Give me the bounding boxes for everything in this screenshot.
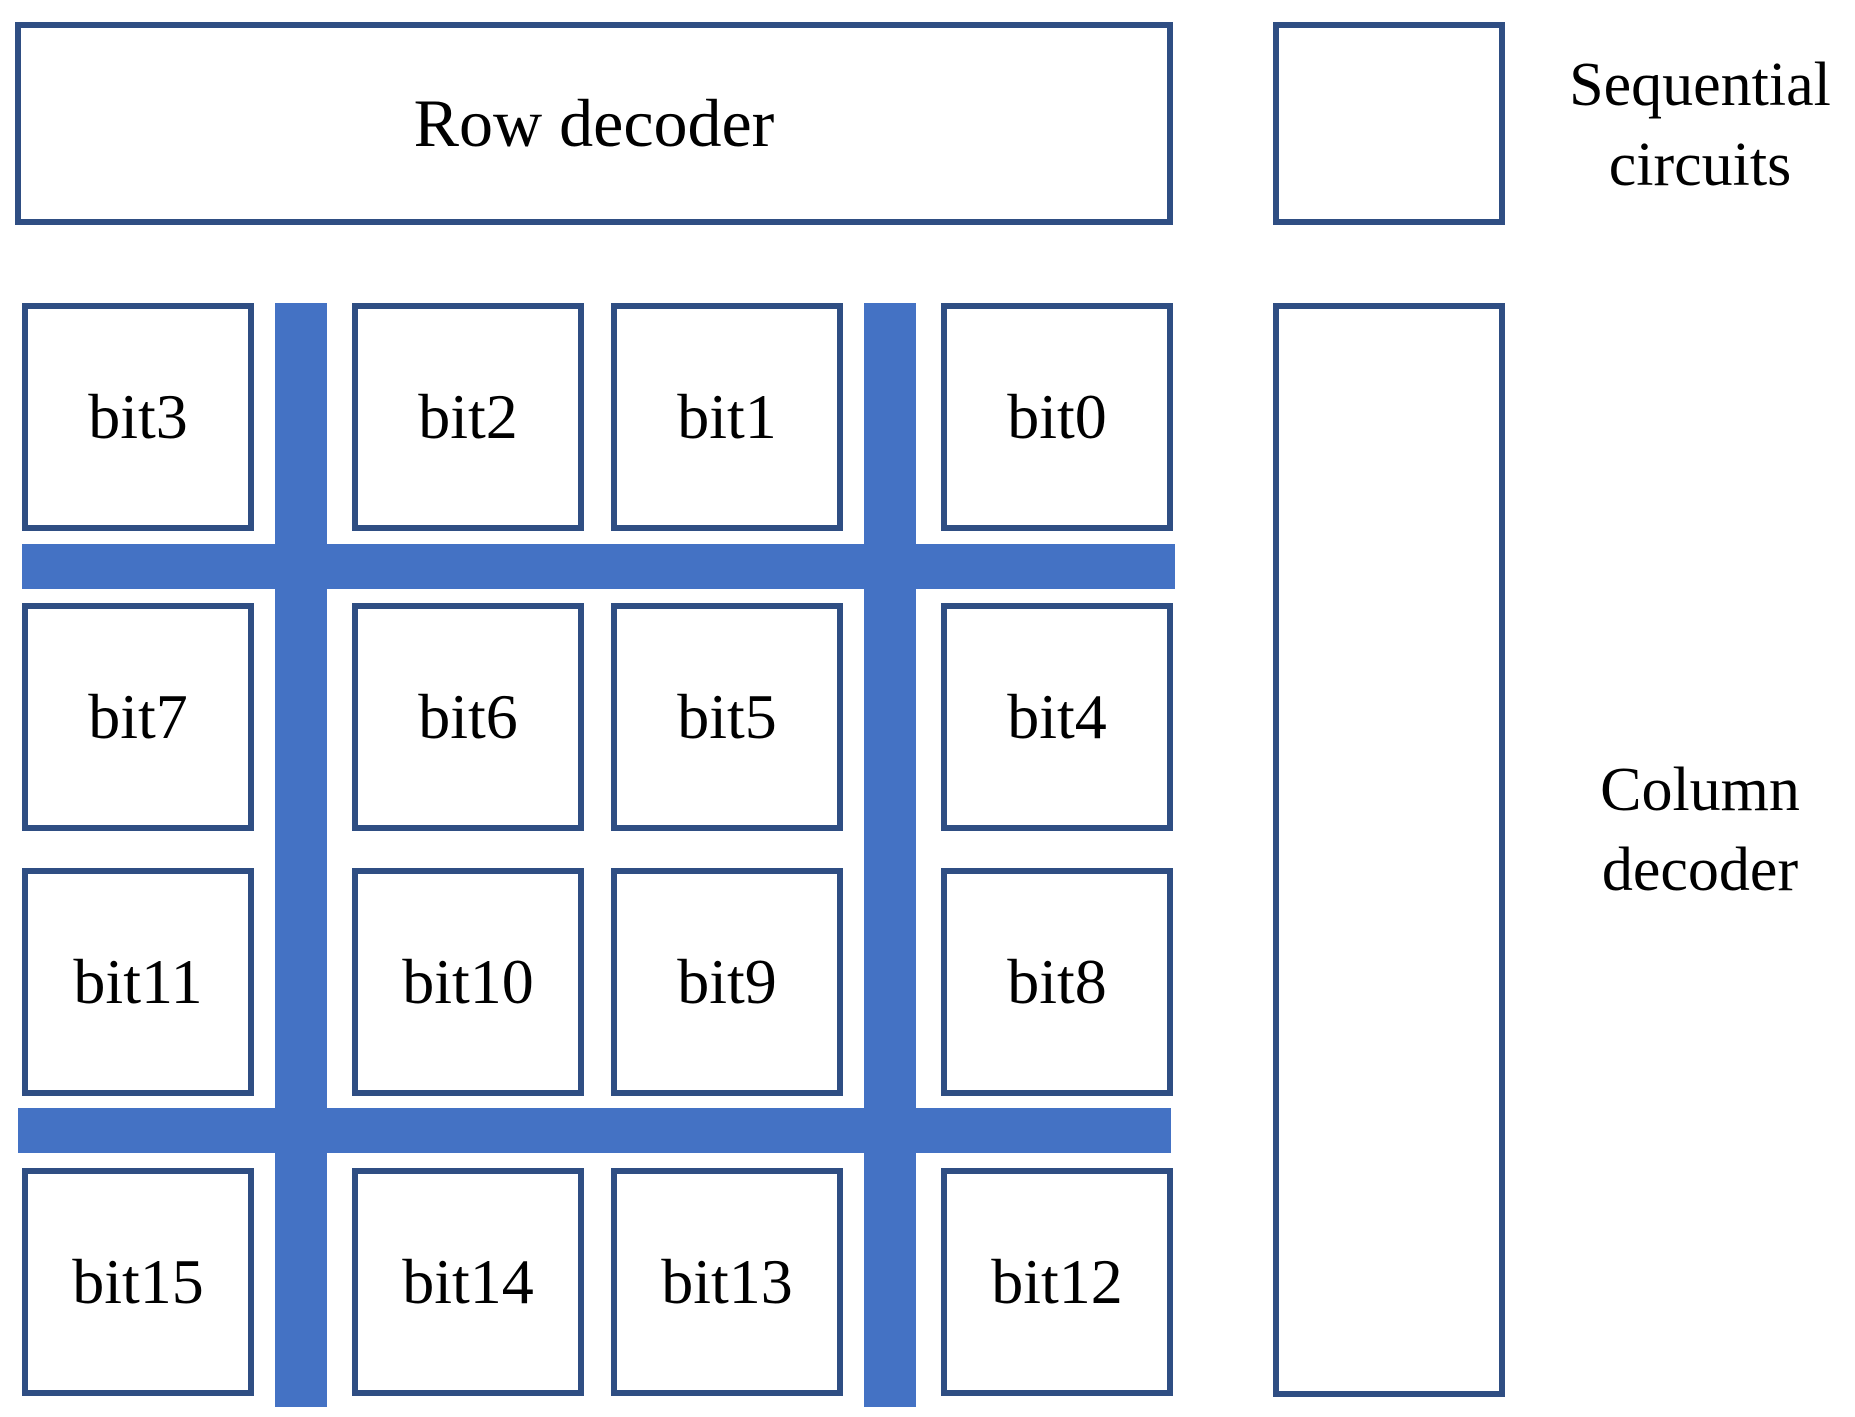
column-decoder-label: Column decoder	[1545, 750, 1855, 910]
bit-cell: bit14	[352, 1168, 584, 1396]
bit-label: bit0	[1007, 381, 1107, 452]
sequential-circuits-label: Sequential circuits	[1545, 45, 1855, 205]
bit-label: bit6	[418, 681, 518, 752]
bit-cell: bit2	[352, 303, 584, 531]
bit-cell: bit3	[22, 303, 254, 531]
sequential-label-line1: Sequential	[1569, 51, 1831, 119]
bit-cell: bit5	[611, 603, 843, 831]
bit-cell: bit6	[352, 603, 584, 831]
column-decoder-block	[1273, 303, 1505, 1397]
bit-cell: bit1	[611, 303, 843, 531]
bit-label: bit12	[991, 1246, 1123, 1317]
sequential-circuits-block	[1273, 22, 1505, 225]
sequential-label-line2: circuits	[1608, 131, 1792, 199]
bit-label: bit1	[677, 381, 777, 452]
bit-label: bit7	[88, 681, 188, 752]
bit-label: bit9	[677, 946, 777, 1017]
row-decoder-block: Row decoder	[15, 22, 1173, 225]
bit-label: bit8	[1007, 946, 1107, 1017]
bit-label: bit4	[1007, 681, 1107, 752]
column-decoder-label-line1: Column	[1600, 756, 1800, 824]
row-decoder-label: Row decoder	[413, 85, 775, 161]
column-decoder-label-line2: decoder	[1601, 836, 1799, 904]
horizontal-bus-bottom	[18, 1108, 1171, 1153]
bit-cell: bit12	[941, 1168, 1173, 1396]
bit-cell: bit15	[22, 1168, 254, 1396]
bit-label: bit3	[88, 381, 188, 452]
bit-cell: bit11	[22, 868, 254, 1096]
bit-cell: bit13	[611, 1168, 843, 1396]
bit-label: bit2	[418, 381, 518, 452]
bit-label: bit13	[661, 1246, 793, 1317]
bit-label: bit10	[402, 946, 534, 1017]
bit-cell: bit7	[22, 603, 254, 831]
bit-label: bit15	[72, 1246, 204, 1317]
vertical-bus-right	[864, 303, 916, 1407]
bit-label: bit11	[73, 946, 203, 1017]
vertical-bus-left	[275, 303, 327, 1407]
bit-cell: bit10	[352, 868, 584, 1096]
horizontal-bus-top	[22, 544, 1175, 589]
bit-cell: bit9	[611, 868, 843, 1096]
bit-label: bit5	[677, 681, 777, 752]
bit-label: bit14	[402, 1246, 534, 1317]
bit-cell: bit8	[941, 868, 1173, 1096]
bit-cell: bit4	[941, 603, 1173, 831]
bit-cell: bit0	[941, 303, 1173, 531]
